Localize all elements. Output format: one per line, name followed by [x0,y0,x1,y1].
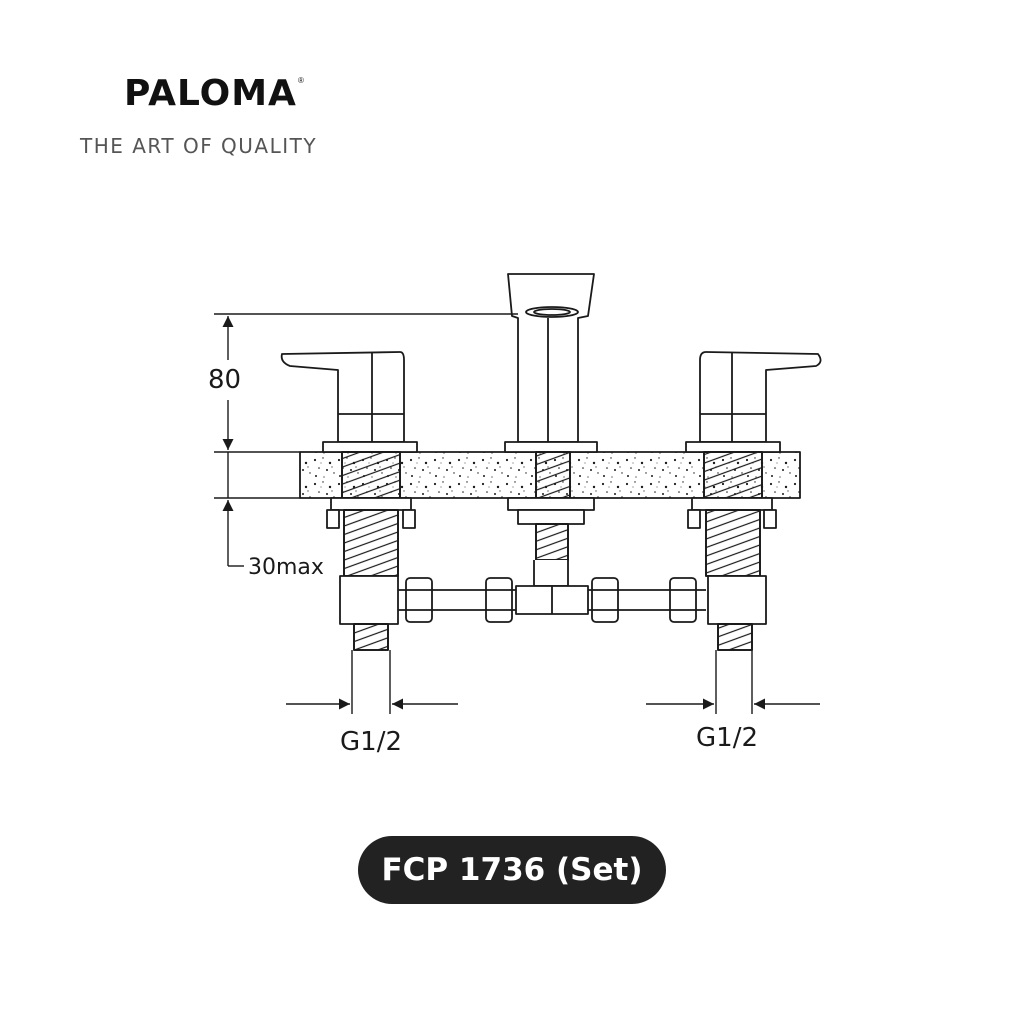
right-thread-label: G1/2 [696,723,758,753]
dimension-left-thread [286,650,458,714]
model-label: FCP 1736 (Set) [381,852,643,888]
left-thread-label: G1/2 [340,727,402,757]
brand-tagline: THE ART OF QUALITY [80,134,318,158]
brand-logo: PALOMA [124,73,297,114]
left-handle [280,351,418,651]
right-handle [685,351,822,651]
dimension-right-thread [646,650,820,714]
registered-mark: ® [298,76,304,85]
height-label: 80 [208,365,241,395]
dimension-thickness [222,452,244,567]
center-spout [504,273,598,587]
thickness-label: 30max [248,555,324,580]
connecting-pipes [398,577,706,623]
model-label-pill: FCP 1736 (Set) [358,836,666,904]
